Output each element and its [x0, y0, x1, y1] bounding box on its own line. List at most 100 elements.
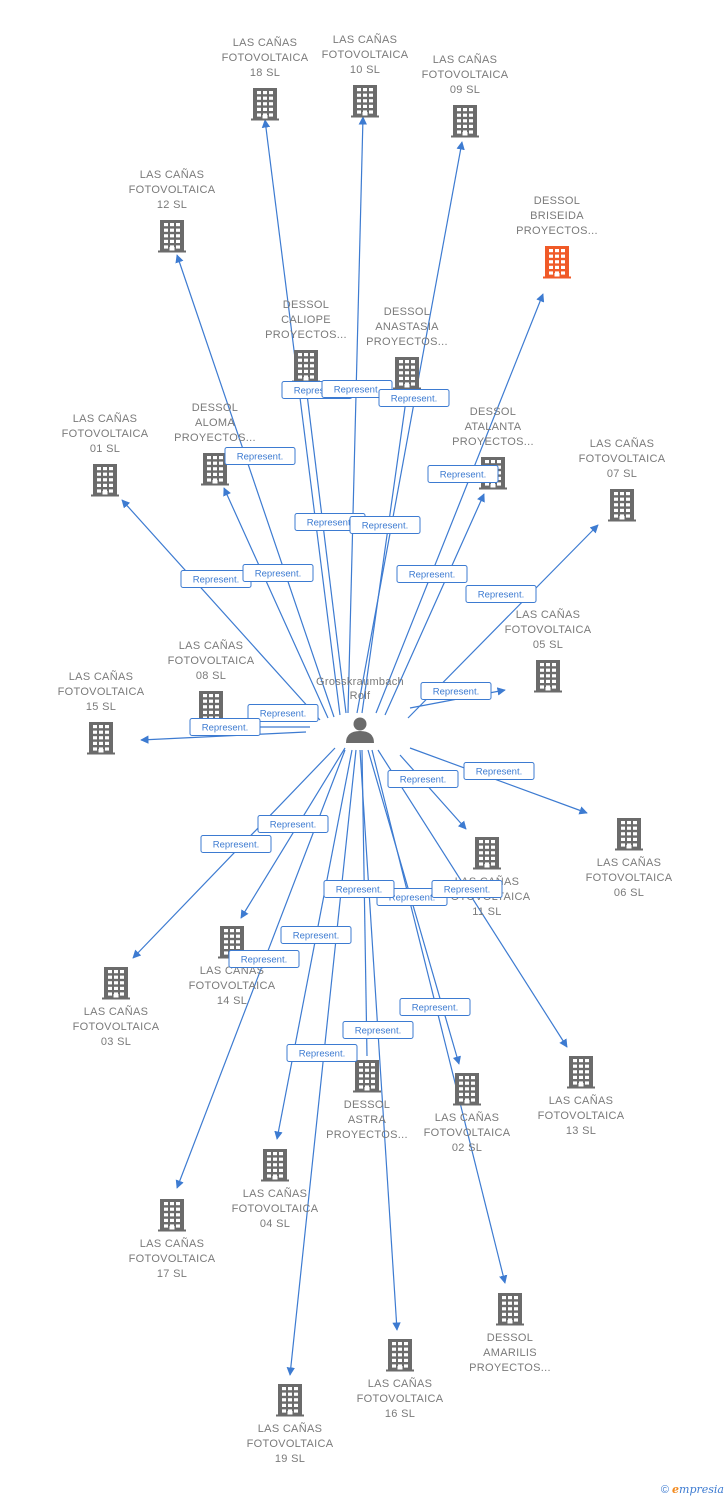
- relationship-label[interactable]: Represent.: [242, 564, 314, 582]
- relationship-label[interactable]: Represent.: [427, 465, 499, 483]
- building-icon: [102, 967, 130, 1000]
- edge-c16: [359, 749, 401, 1331]
- relationship-label[interactable]: Represent.: [378, 389, 450, 407]
- building-icon: [353, 1060, 381, 1093]
- brand-logo[interactable]: empresia: [672, 1483, 724, 1496]
- building-icon: [608, 489, 636, 522]
- relationship-label[interactable]: Represent.: [257, 815, 329, 833]
- relationship-label[interactable]: Represent.: [228, 950, 300, 968]
- relationship-label[interactable]: Represent.: [431, 880, 503, 898]
- relationship-label[interactable]: Represent.: [323, 880, 395, 898]
- relationship-text: Represent.: [355, 1026, 401, 1037]
- relationship-text: Represent.: [444, 885, 490, 896]
- relationship-text: Represent.: [336, 885, 382, 896]
- relationship-label[interactable]: Represent.: [396, 565, 468, 583]
- building-icon: [473, 837, 501, 870]
- edge-c09: [356, 141, 465, 714]
- relationship-label[interactable]: Represent.: [247, 704, 319, 722]
- relationship-label[interactable]: Represent.: [387, 770, 459, 788]
- relationship-text: Represent.: [202, 723, 248, 734]
- relationship-text: Represent.: [389, 893, 435, 904]
- building-icon: [543, 246, 571, 279]
- relationship-label[interactable]: Represent.: [342, 1021, 414, 1039]
- relationship-label[interactable]: Represent.: [463, 762, 535, 780]
- building-icon: [534, 660, 562, 693]
- edge-c06: [409, 747, 588, 815]
- relationship-text: Represent.: [255, 569, 301, 580]
- relationship-text: Represent.: [307, 518, 353, 529]
- relationship-label[interactable]: Represent.: [465, 585, 537, 603]
- relationship-label[interactable]: Represent.: [189, 718, 261, 736]
- edge-briseida: [375, 293, 545, 714]
- copyright-symbol: ©: [660, 1484, 669, 1496]
- building-icon: [251, 88, 279, 121]
- relationship-label[interactable]: Represent.: [224, 447, 296, 465]
- relationship-label[interactable]: Represent.: [399, 998, 471, 1016]
- relationship-text: Represent.: [433, 687, 479, 698]
- relationship-label[interactable]: Represent.: [286, 1044, 358, 1062]
- relationship-text: Represent.: [270, 820, 316, 831]
- relationship-text: Represent.: [299, 1049, 345, 1060]
- relationship-text: Represent.: [193, 575, 239, 586]
- edge-anastasia: [361, 392, 408, 714]
- edge-caliope: [305, 385, 347, 714]
- building-icon: [451, 105, 479, 138]
- edge-atalanta: [384, 493, 485, 716]
- edge-c11: [399, 754, 467, 830]
- edge-c12: [175, 254, 335, 718]
- edge-c01: [121, 499, 321, 721]
- relationship-label[interactable]: Represent.: [200, 835, 272, 853]
- building-icon: [292, 350, 320, 383]
- relationship-label[interactable]: Represent.: [280, 926, 352, 944]
- relationship-text: Represent.: [241, 955, 287, 966]
- building-icon: [351, 85, 379, 118]
- relationship-text: Represent.: [412, 1003, 458, 1014]
- relationship-label[interactable]: Represent.: [349, 516, 421, 534]
- building-icon: [496, 1293, 524, 1326]
- relationship-label[interactable]: Represent.: [180, 570, 252, 588]
- edges-layer: [121, 116, 599, 1376]
- edge-aloma: [223, 487, 329, 719]
- relationship-label[interactable]: Represent.: [420, 682, 492, 700]
- company-node-c11[interactable]: LAS CAÑASFOTOVOLTAICA11 SL: [444, 837, 531, 918]
- edge-c18: [261, 119, 341, 716]
